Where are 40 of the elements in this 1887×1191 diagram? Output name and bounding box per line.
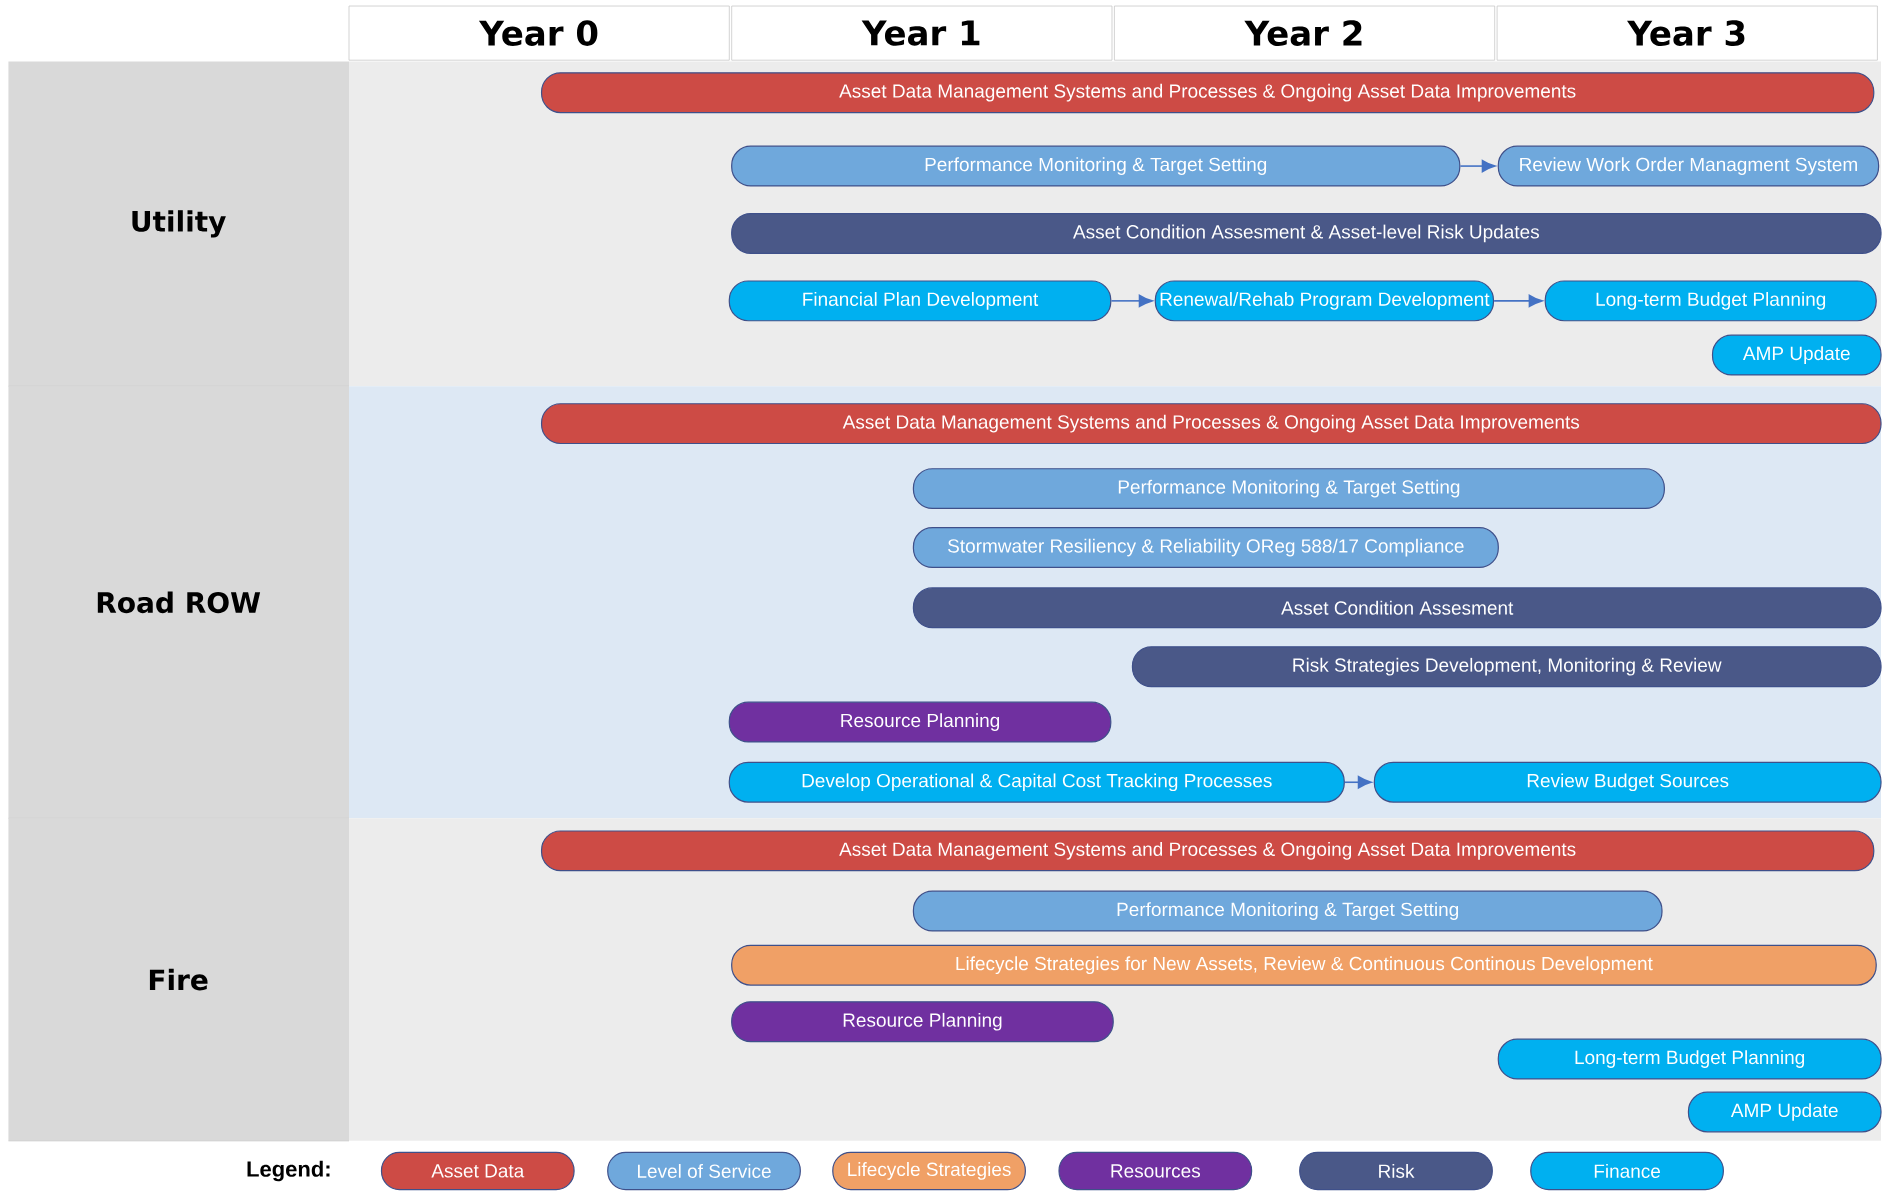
arrow xyxy=(1344,775,1372,789)
node-label: Road ROW xyxy=(97,591,261,613)
arrow xyxy=(1493,294,1543,307)
task-bar: Risk Strategies Development, Monitoring & Review xyxy=(1131,646,1882,687)
task-bar: Performance Monitoring & Target Setting xyxy=(912,890,1663,932)
arrow xyxy=(1459,159,1496,173)
legend-pill: Level of Service xyxy=(607,1151,801,1190)
task-bar: Financial Plan Development xyxy=(728,280,1112,322)
arrow xyxy=(1110,294,1153,307)
task-bar: Renewal/Rehab Program Development xyxy=(1154,280,1495,322)
task-bar: Stormwater Resiliency & Reliability OReg 588/17 Compliance xyxy=(912,526,1499,568)
task-bar: Long-term Budget Planning xyxy=(1544,280,1877,322)
task-bar: Long-term Budget Planning xyxy=(1497,1038,1882,1080)
legend-heading: Legend: xyxy=(247,1160,330,1182)
task-bar: Resource Planning xyxy=(728,701,1112,743)
legend-pill: Finance xyxy=(1530,1151,1724,1190)
task-bar: Performance Monitoring & Target Setting xyxy=(731,145,1461,187)
year-header: Year 2 xyxy=(1114,5,1496,61)
task-bar: Review Budget Sources xyxy=(1373,761,1882,803)
task-bar: Review Work Order Managment System xyxy=(1497,145,1880,187)
task-bar: Asset Data Management Systems and Processes & Ongoing Asset Data Improvements xyxy=(540,72,1875,113)
legend-pill: Asset Data xyxy=(380,1151,575,1190)
year-header: Year 1 xyxy=(731,5,1113,61)
legend-pill: Risk xyxy=(1299,1151,1493,1190)
task-bar: AMP Update xyxy=(1687,1091,1882,1133)
legend-pill: Resources xyxy=(1058,1151,1253,1190)
task-bar: Asset Data Management Systems and Processes & Ongoing Asset Data Improvements xyxy=(540,402,1882,444)
task-bar: Performance Monitoring & Target Setting xyxy=(912,467,1665,509)
task-bar: Asset Condition Assesment & Asset-level Risk Updates xyxy=(731,212,1882,254)
legend-pill: Lifecycle Strategies xyxy=(832,1151,1026,1190)
node-label: Utility xyxy=(132,209,226,238)
year-header: Year 0 xyxy=(348,5,730,61)
node-label: Fire xyxy=(149,968,208,991)
task-bar: Asset Data Management Systems and Processes & Ongoing Asset Data Improvements xyxy=(540,830,1875,872)
task-bar: Lifecycle Strategies for New Assets, Review & Continuous Continous Development xyxy=(731,944,1877,986)
task-bar: AMP Update xyxy=(1711,334,1882,376)
task-bar: Asset Condition Assesment xyxy=(912,587,1882,628)
task-bar: Resource Planning xyxy=(731,1001,1114,1042)
task-bar: Develop Operational & Capital Cost Tracking Processes xyxy=(728,761,1345,803)
year-header: Year 3 xyxy=(1496,5,1878,61)
